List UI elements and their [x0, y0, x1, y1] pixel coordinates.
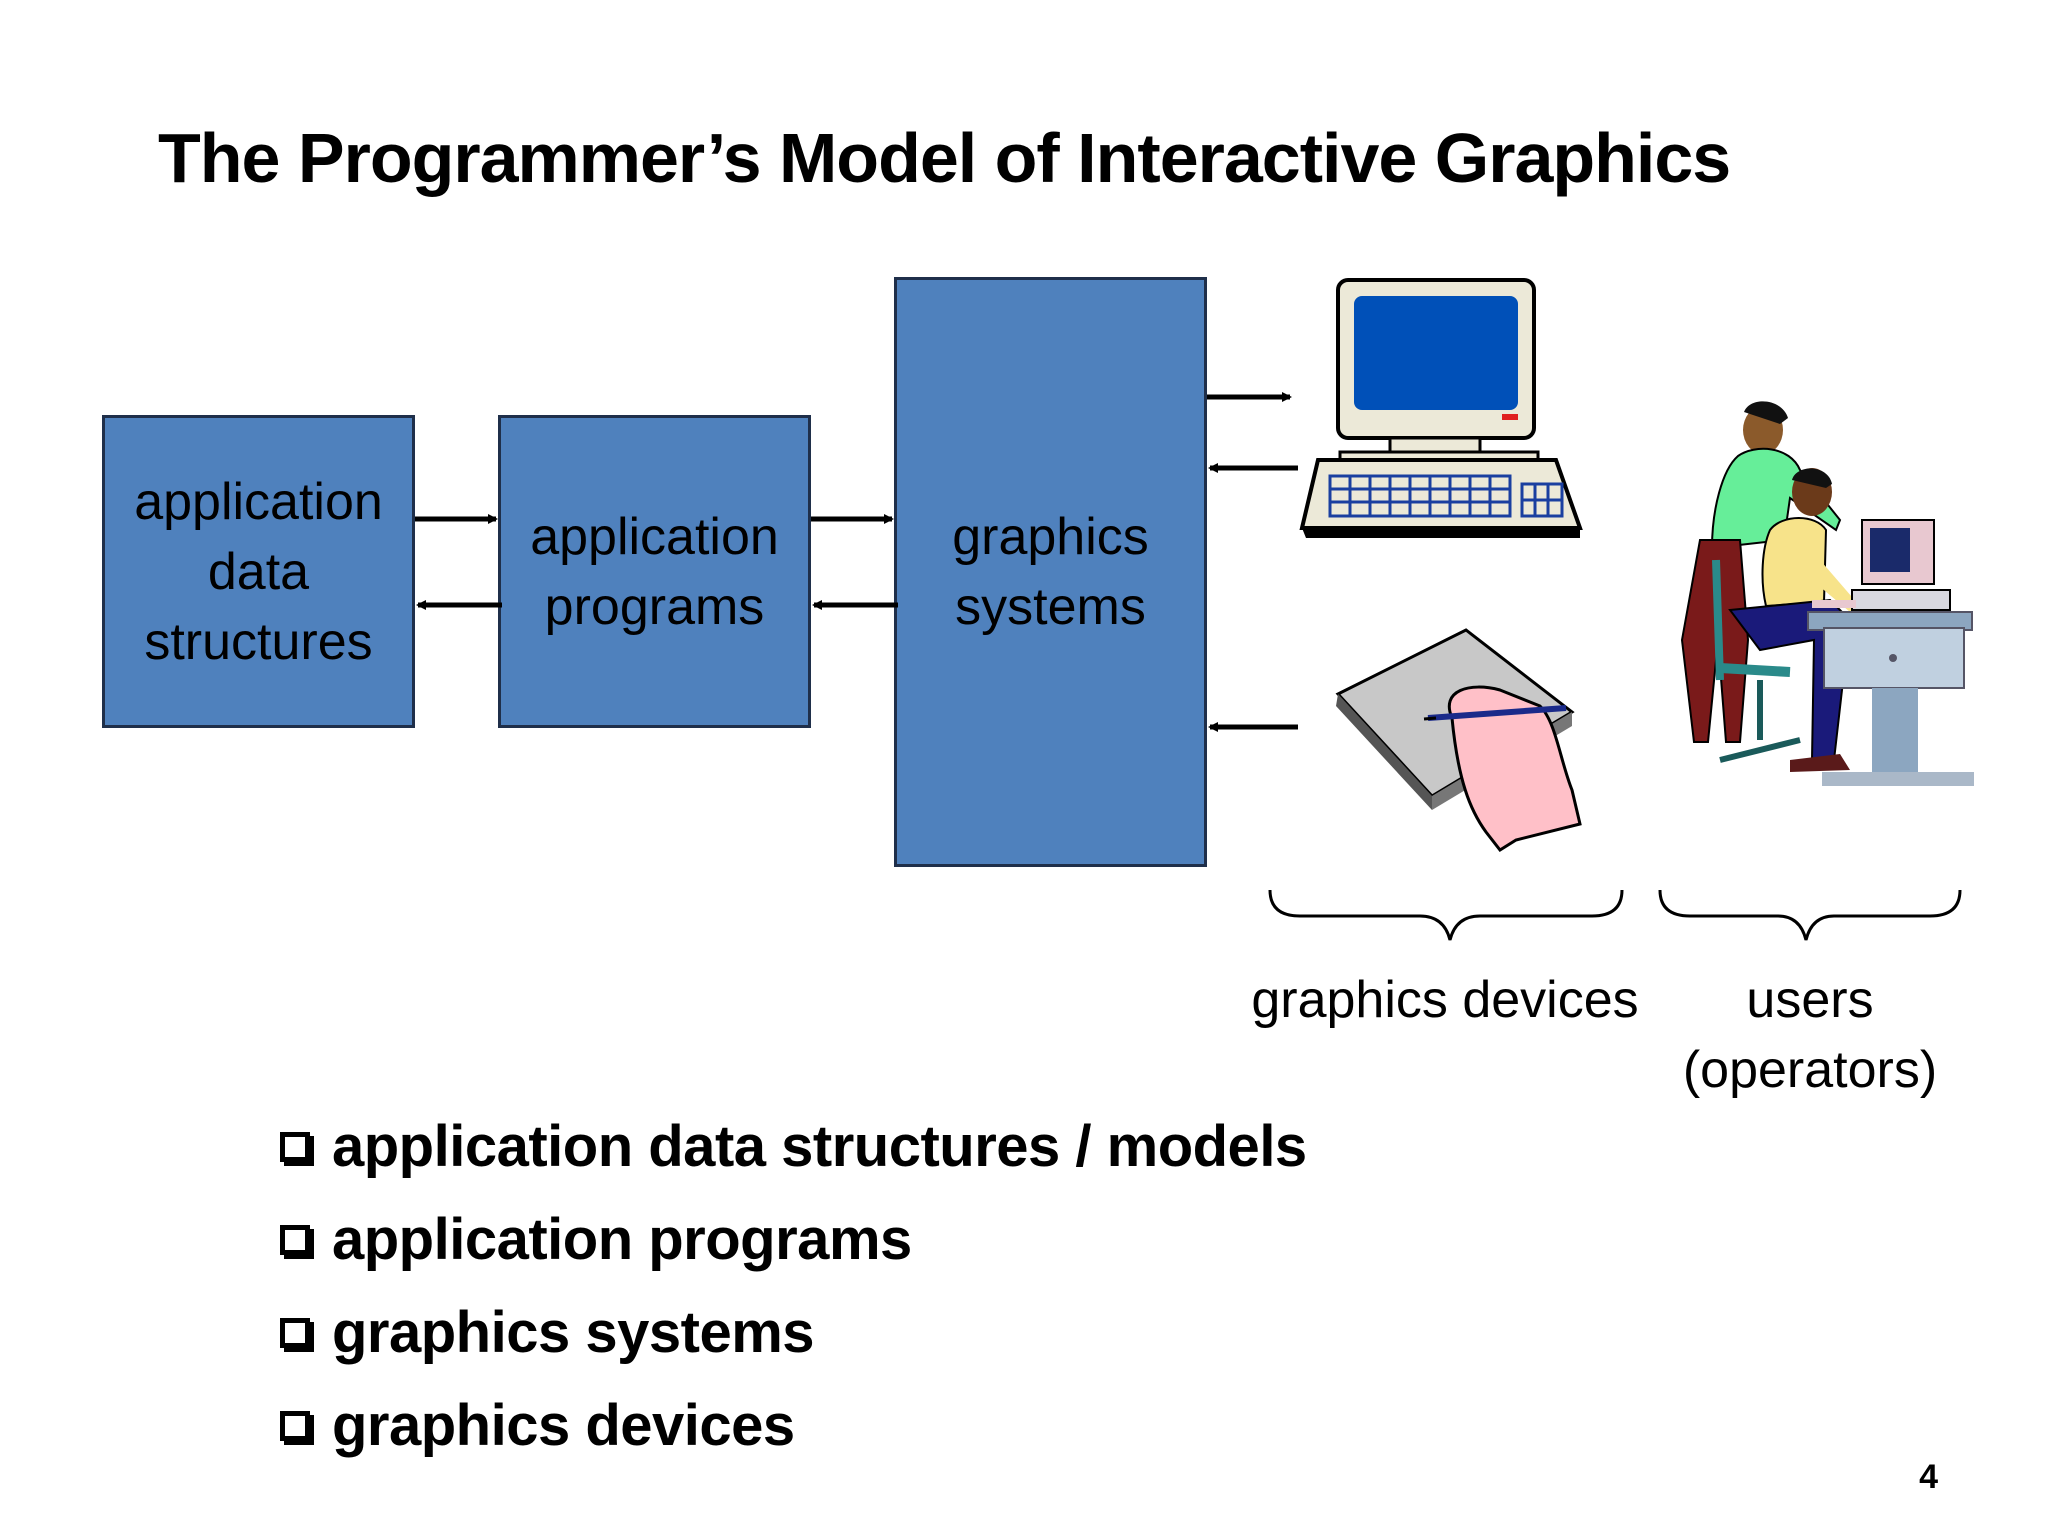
- users-brace: [1658, 889, 1962, 941]
- computer-terminal-icon: [1299, 278, 1583, 538]
- graphics-systems-box: graphics systems: [894, 277, 1207, 867]
- application-data-structures-box: application data structures: [102, 415, 415, 728]
- graphics-systems-label: graphics systems: [952, 508, 1149, 636]
- page-number: 4: [1919, 1458, 1938, 1496]
- graphics-devices-caption: graphics devices: [1251, 971, 1639, 1029]
- checkbox-bullet-icon: [280, 1410, 314, 1445]
- bullet-text: graphics devices: [332, 1393, 795, 1458]
- checkbox-bullet-icon: [280, 1317, 314, 1352]
- users-at-workstation-icon: [1680, 401, 1974, 786]
- checkbox-bullet-icon: [280, 1224, 314, 1259]
- application-programs-label: application programs: [530, 507, 779, 636]
- bullet-text: application data structures / models: [332, 1114, 1307, 1179]
- bullet-item: graphics devices: [280, 1379, 1307, 1472]
- bullet-text: application programs: [332, 1207, 912, 1272]
- graphics-devices-brace: [1268, 889, 1624, 941]
- application-data-structures-label: application data structures: [134, 472, 383, 671]
- checkbox-bullet-icon: [280, 1131, 314, 1166]
- bullet-item: graphics systems: [280, 1286, 1307, 1379]
- users-caption: users (operators): [1682, 971, 1938, 1099]
- bullet-item: application programs: [280, 1193, 1307, 1286]
- bullet-list: application data structures / models app…: [280, 1100, 1307, 1472]
- application-programs-box: application programs: [498, 415, 811, 728]
- bullet-item: application data structures / models: [280, 1100, 1307, 1193]
- bullet-text: graphics systems: [332, 1300, 815, 1365]
- graphics-tablet-pen-icon: [1335, 628, 1582, 852]
- slide-title: The Programmer’s Model of Interactive Gr…: [158, 119, 1731, 197]
